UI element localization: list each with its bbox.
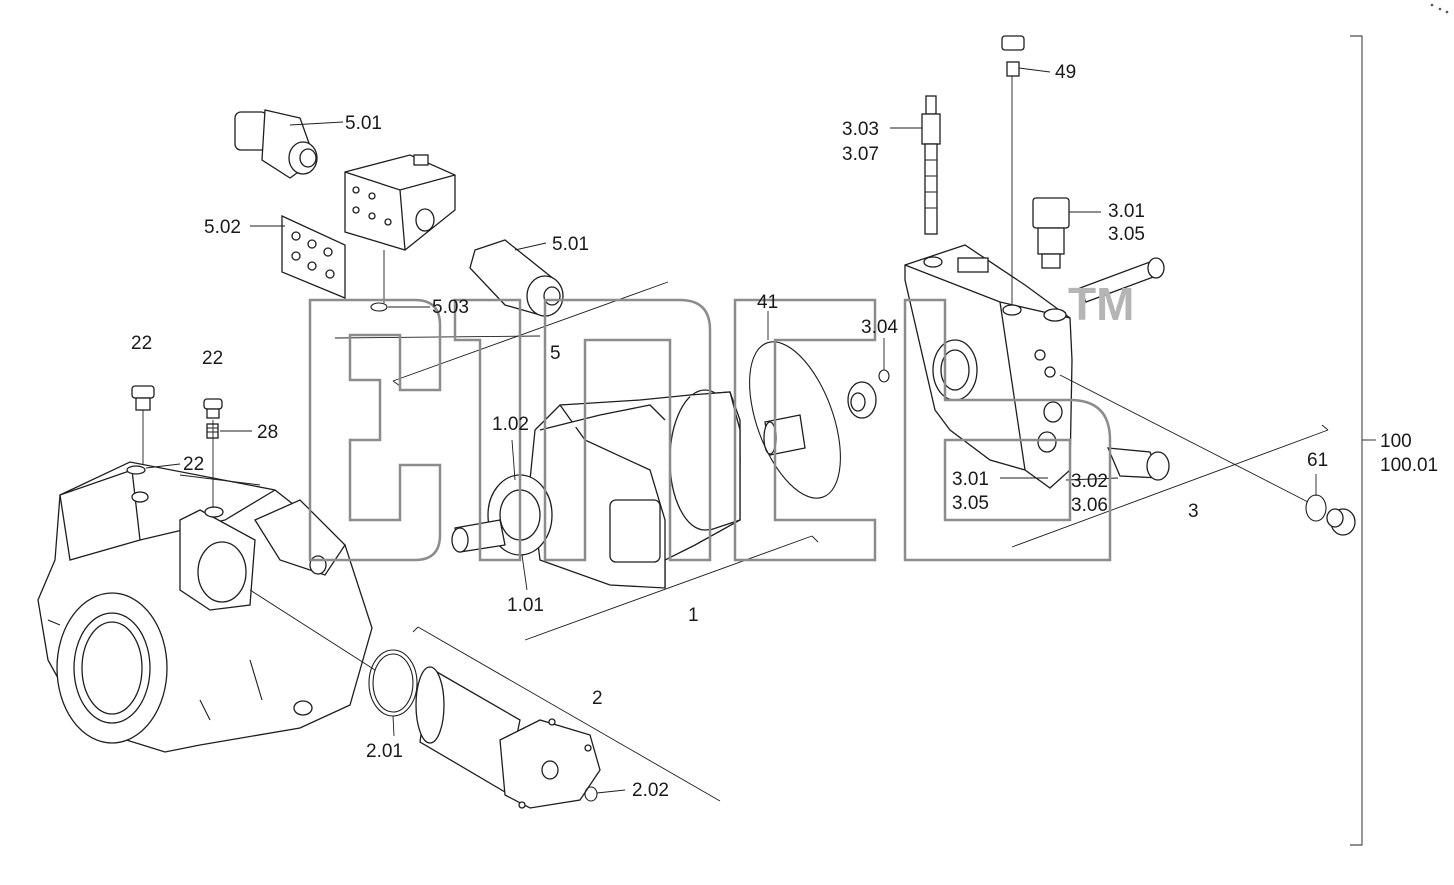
watermark-logo: TM [308, 278, 1134, 562]
label-3-06: 3.06 [1071, 495, 1108, 516]
part-labels: 5.01 5.02 5.01 5.03 5 22 22 28 22 1.02 1… [131, 62, 1438, 801]
bolt-long [1079, 257, 1165, 303]
label-1: 1 [688, 605, 699, 626]
shaft-splined-right [763, 414, 806, 456]
watermark-trademark: TM [1068, 278, 1134, 330]
oring-5-03 [370, 302, 388, 312]
rotary-group-1 [529, 389, 741, 589]
valve-block-5 [344, 154, 456, 251]
relief-valve-3-01-upper [1032, 197, 1070, 269]
pump-housing [37, 461, 373, 753]
oring-2-01 [368, 649, 418, 717]
label-1-01: 1.01 [507, 595, 544, 616]
label-1-02: 1.02 [492, 414, 529, 435]
label-5-01-lower: 5.01 [552, 234, 589, 255]
label-3-01-lower: 3.01 [952, 469, 989, 490]
label-22-c: 22 [183, 454, 204, 475]
plug-22a [131, 385, 155, 411]
oring-2-02 [584, 786, 598, 802]
label-22-a: 22 [131, 333, 152, 354]
solenoid-5-01-lower [469, 239, 564, 317]
gasket-5-02 [281, 214, 346, 299]
label-3-05-lower: 3.05 [952, 493, 989, 514]
corner-marks [1430, 3, 1449, 14]
label-3: 3 [1188, 501, 1199, 522]
leader-lines [142, 35, 1376, 846]
port-plate-3 [904, 244, 1073, 489]
plug-61 [1305, 494, 1356, 536]
label-3-03: 3.03 [842, 119, 879, 140]
label-22-b: 22 [202, 348, 223, 369]
plug-22b [203, 398, 223, 419]
bearing-3-04 [847, 369, 890, 419]
label-5: 5 [550, 343, 561, 364]
label-100-01: 100.01 [1380, 455, 1438, 476]
label-5-01-upper: 5.01 [345, 113, 382, 134]
solenoid-5-01-upper [234, 109, 318, 179]
label-3-01-upper: 3.01 [1108, 201, 1145, 222]
charge-pump-2 [415, 666, 601, 809]
label-3-02: 3.02 [1071, 471, 1108, 492]
shaft-1-01 [451, 474, 553, 556]
label-61: 61 [1307, 450, 1328, 471]
label-2-01: 2.01 [366, 741, 403, 762]
label-5-02: 5.02 [204, 217, 241, 238]
plug-49 [1001, 35, 1025, 77]
oring-41 [749, 341, 841, 499]
screw-28 [206, 423, 219, 439]
label-5-03: 5.03 [432, 297, 469, 318]
relief-valve-3-02 [1106, 447, 1170, 481]
label-3-07: 3.07 [842, 144, 879, 165]
label-2-02: 2.02 [632, 780, 669, 801]
label-28: 28 [257, 422, 278, 443]
label-100: 100 [1380, 431, 1412, 452]
label-49: 49 [1055, 62, 1076, 83]
label-2: 2 [592, 688, 603, 709]
label-41: 41 [757, 292, 778, 313]
label-3-05-upper: 3.05 [1108, 224, 1145, 245]
cartridge-3-03 [921, 95, 941, 235]
label-3-04: 3.04 [861, 317, 898, 338]
